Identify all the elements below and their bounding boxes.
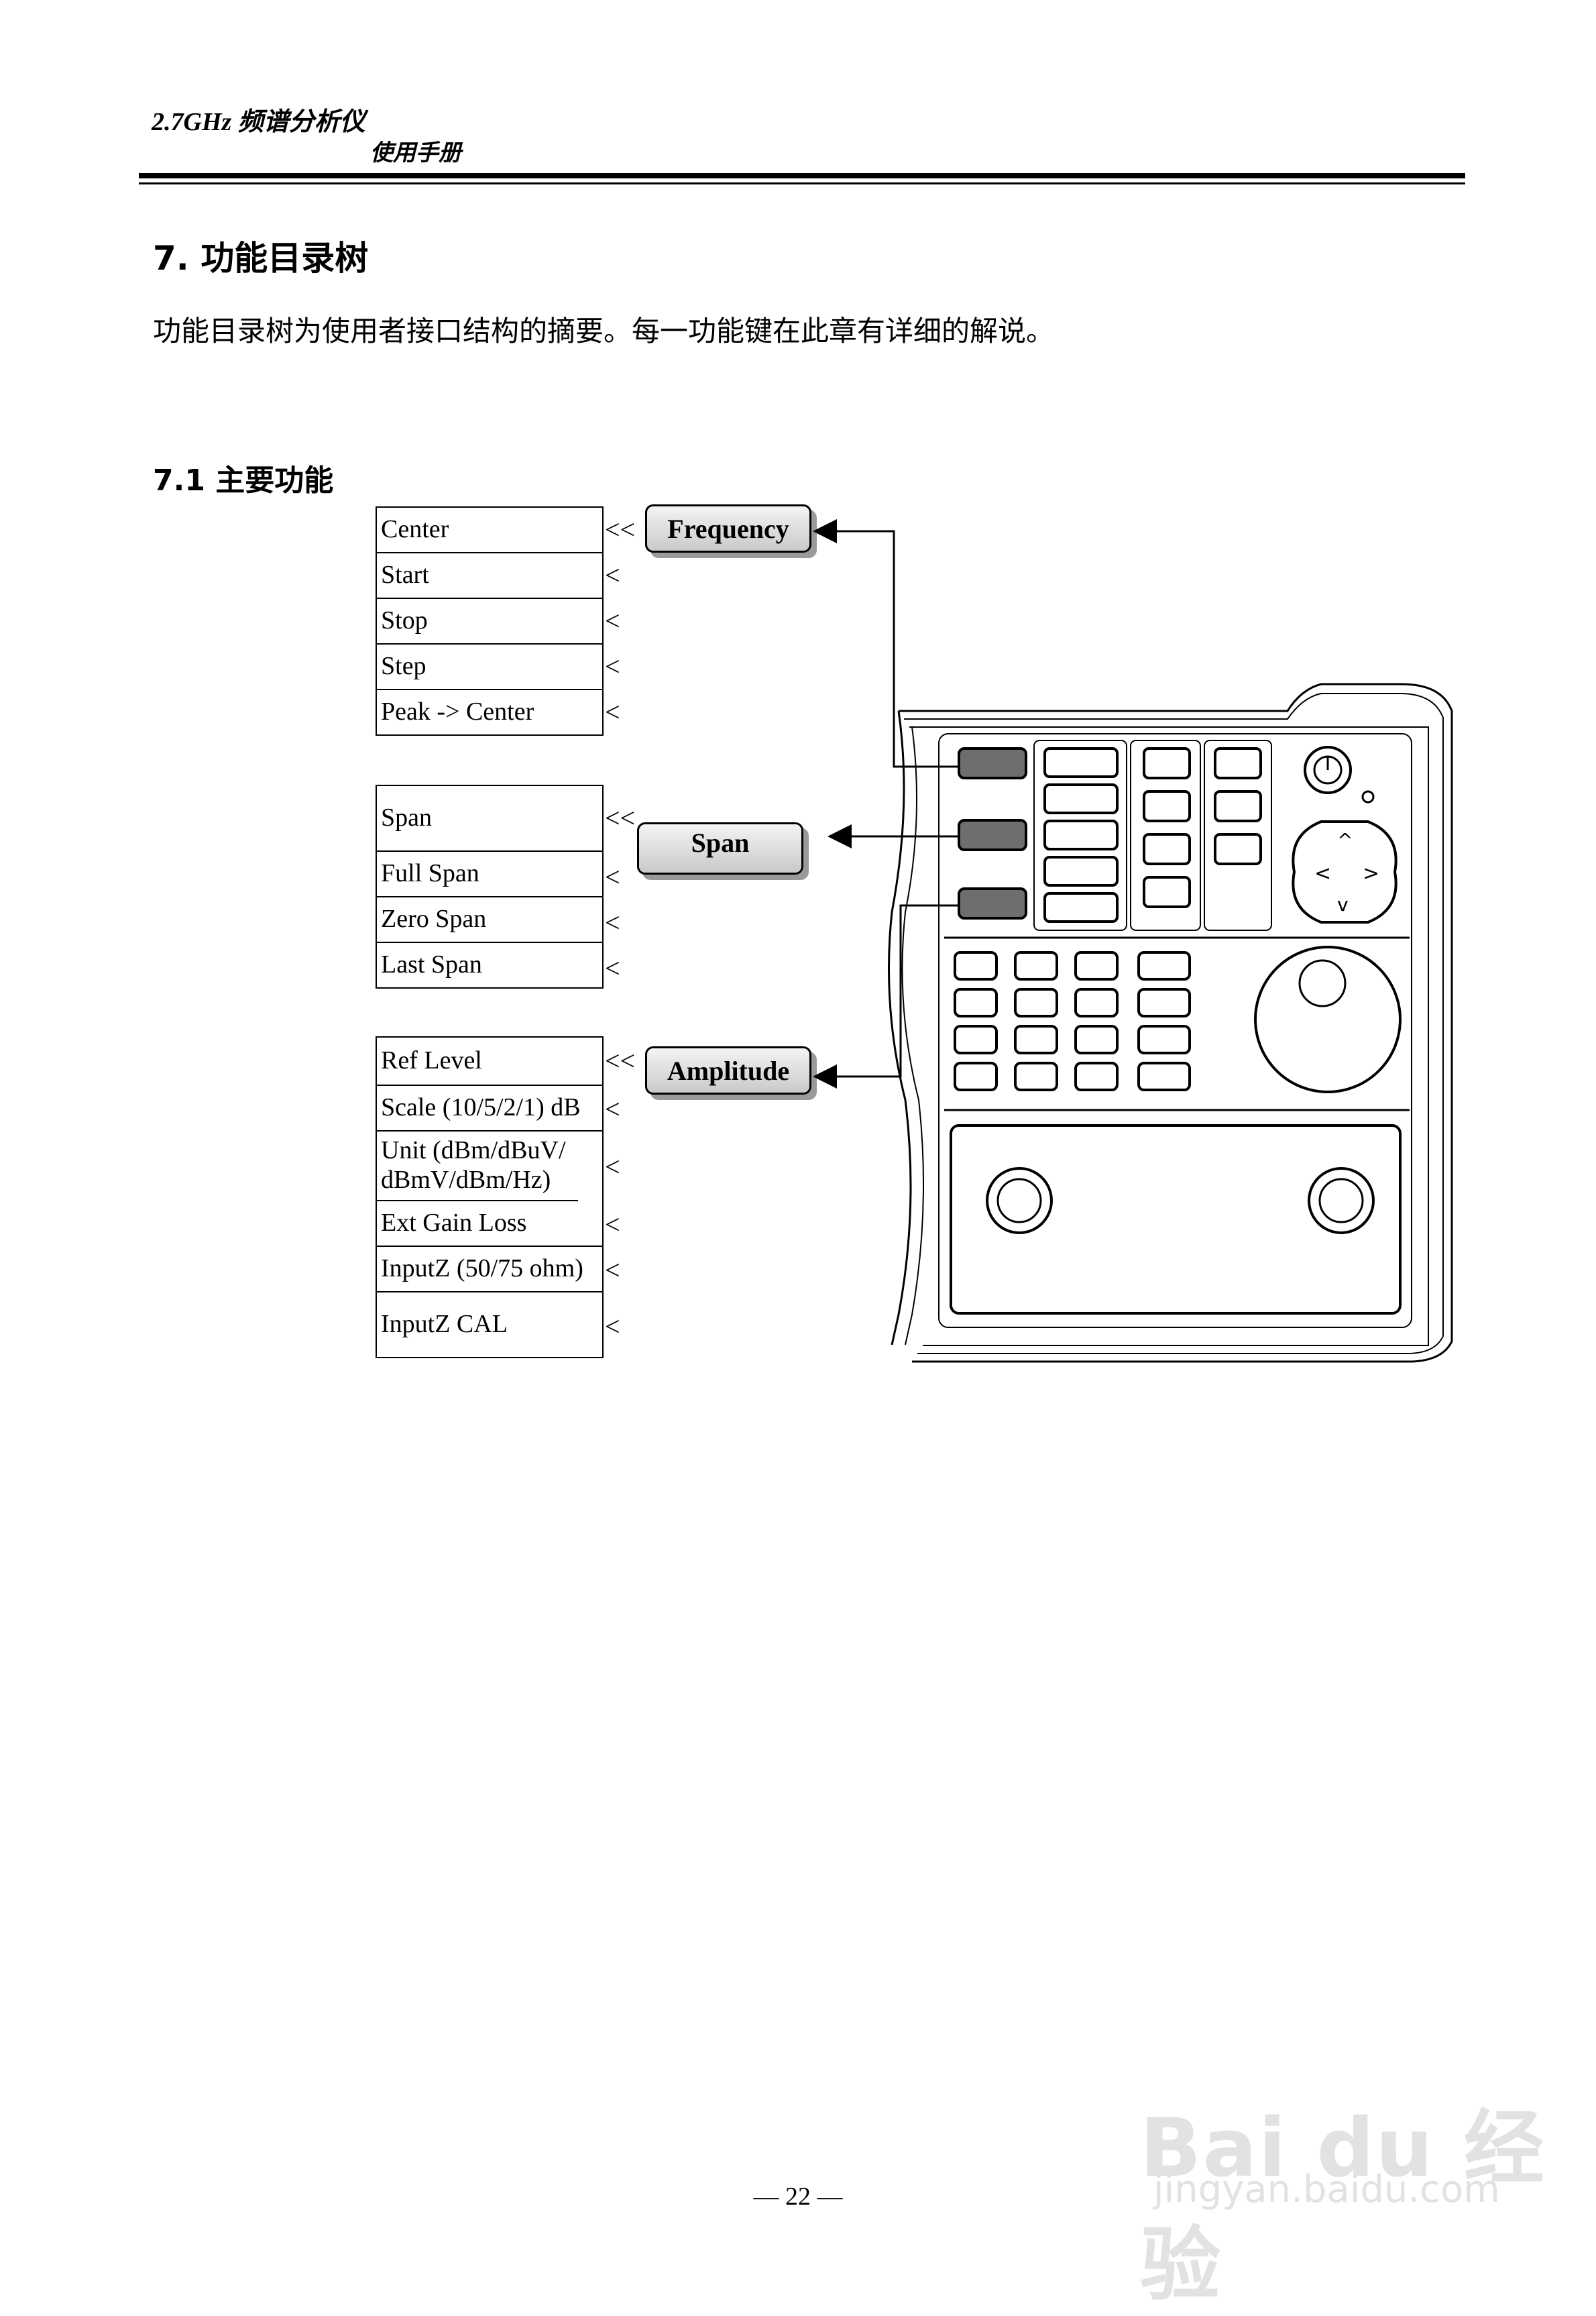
- svg-text:^: ^: [1337, 829, 1353, 851]
- svg-text:>: >: [1363, 862, 1379, 885]
- menu-item-scale: Scale (10/5/2/1) dB: [377, 1086, 602, 1132]
- submenu-marker: <: [605, 1094, 620, 1124]
- menu-item-zero-span: Zero Span: [377, 897, 602, 943]
- menu-item-center: Center: [377, 508, 602, 553]
- submenu-marker: <: [605, 1311, 620, 1341]
- header-rule: [139, 173, 1465, 178]
- submenu-marker: <<: [605, 803, 636, 833]
- connector-arrows: [813, 519, 960, 1089]
- menu-item-full-span: Full Span: [377, 852, 602, 897]
- menu-item-span: Span: [377, 786, 602, 852]
- menu-item-start: Start: [377, 553, 602, 599]
- menu-item-ref-level: Ref Level: [377, 1038, 602, 1086]
- header-title: 2.7GHz 频谱分析仪: [152, 108, 365, 136]
- menu-item-unit: Unit (dBm/dBuV/ dBmV/dBm/Hz): [377, 1132, 578, 1201]
- submenu-marker: <: [605, 1255, 620, 1285]
- menu-item-last-span: Last Span: [377, 943, 602, 989]
- amplitude-key-label: Amplitude: [645, 1046, 811, 1095]
- submenu-marker: <<: [605, 1046, 636, 1076]
- span-menu-table: Span Full Span Zero Span Last Span: [376, 785, 604, 989]
- menu-item-step: Step: [377, 645, 602, 690]
- submenu-marker: <: [605, 1152, 620, 1182]
- submenu-marker: <<: [605, 514, 636, 545]
- amplitude-arrow: [813, 904, 960, 1089]
- frequency-key-label: Frequency: [645, 504, 811, 553]
- subsection-heading: 7.1 主要功能: [153, 463, 334, 498]
- menu-item-ext-gain-loss: Ext Gain Loss: [377, 1201, 602, 1247]
- submenu-marker: <: [605, 862, 620, 892]
- watermark-url: jingyan.baidu.com: [1153, 2168, 1500, 2211]
- frequency-arrow: [813, 519, 960, 768]
- front-panel-illustration: < > ^ v: [888, 683, 1453, 1363]
- span-key-label: Span: [637, 822, 803, 875]
- frequency-hard-key: [958, 747, 1027, 779]
- submenu-marker: <: [605, 560, 620, 590]
- section-intro: 功能目录树为使用者接口结构的摘要。每一功能键在此章有详细的解说。: [153, 315, 1055, 347]
- submenu-marker: <: [605, 697, 620, 727]
- span-hard-key: [958, 819, 1027, 851]
- submenu-marker: <: [605, 1209, 620, 1239]
- header-subtitle: 使用手册: [370, 140, 461, 166]
- frequency-menu-table: Center Start Stop Step Peak -> Center: [376, 506, 604, 736]
- submenu-marker: <: [605, 907, 620, 938]
- submenu-marker: <: [605, 606, 620, 636]
- page-number: — 22 —: [753, 2183, 843, 2211]
- svg-text:v: v: [1337, 893, 1349, 916]
- header-rule-thin: [139, 182, 1465, 184]
- submenu-marker: <: [605, 953, 620, 983]
- svg-text:<: <: [1314, 862, 1331, 885]
- menu-item-stop: Stop: [377, 599, 602, 645]
- menu-item-inputz-cal: InputZ CAL: [377, 1292, 602, 1358]
- menu-item-peak-center: Peak -> Center: [377, 690, 602, 736]
- section-heading: 7. 功能目录树: [153, 239, 369, 278]
- amplitude-hard-key: [958, 887, 1027, 920]
- amplitude-menu-table: Ref Level Scale (10/5/2/1) dB Unit (dBm/…: [376, 1036, 604, 1358]
- submenu-marker: <: [605, 651, 620, 681]
- menu-item-inputz: InputZ (50/75 ohm): [377, 1247, 602, 1292]
